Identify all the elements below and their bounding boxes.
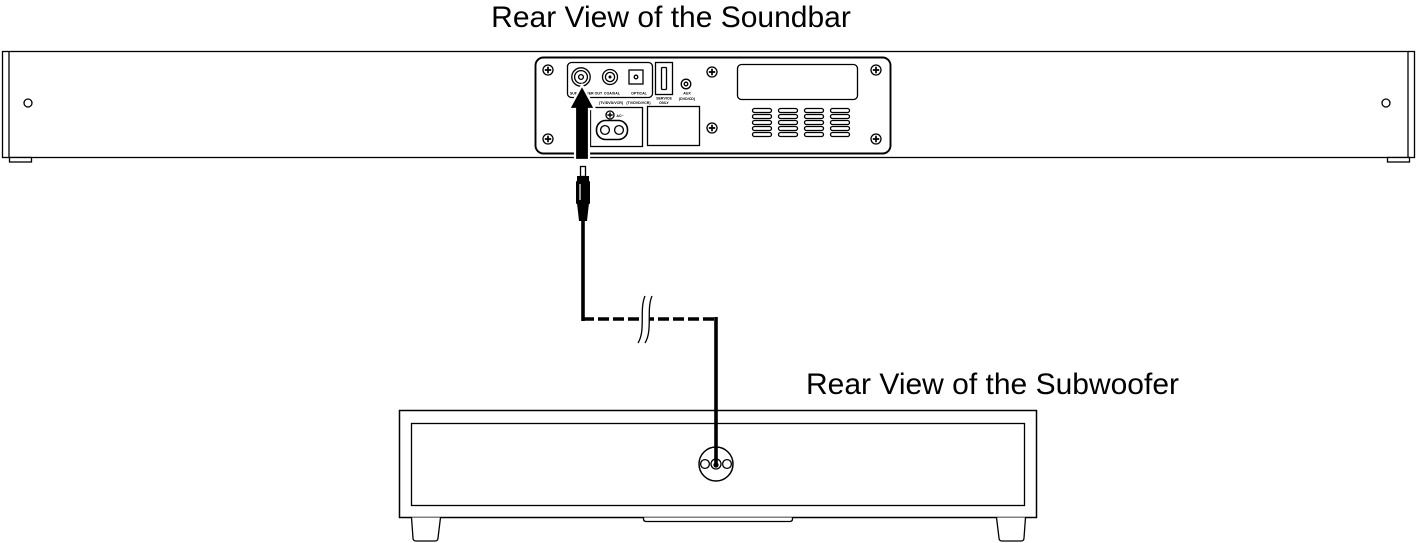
vent-slot [829, 125, 851, 132]
vent-slot [751, 119, 773, 126]
vent-slot [751, 125, 773, 132]
screw-icon [870, 64, 882, 76]
vent-slot [751, 107, 773, 114]
rating-label-area [646, 105, 701, 147]
soundbar-foot-left [8, 156, 33, 163]
screw-cross [607, 112, 613, 118]
mount-hole-left [23, 98, 33, 108]
screw-cross [872, 66, 880, 74]
mount-hole-right [1381, 98, 1391, 108]
subwoofer-foot-right [995, 517, 1027, 542]
cable-jack-tip [713, 462, 719, 468]
aux-label: AUX [683, 92, 691, 96]
optical-note: (TV/DVD/VCR) [626, 101, 651, 105]
plug-collar [577, 176, 589, 181]
plug-pin [579, 165, 587, 178]
screw-cross [708, 68, 716, 76]
aux-jack-hole [683, 81, 689, 87]
power-socket-hole-left [599, 124, 611, 136]
power-label: AC~ [616, 114, 623, 118]
vent-slot [751, 113, 773, 120]
vent-grid [751, 107, 851, 138]
subwoofer-out-jack [571, 67, 591, 87]
subwoofer-foot-left [410, 517, 442, 542]
rear-panel: COAXIAL OPTICAL SUBWOOFER OUT (TV/DVD/VC… [534, 56, 892, 155]
vent-slot [803, 119, 825, 126]
optical-label: OPTICAL [631, 92, 648, 96]
service-label-line2: ONLY [659, 101, 669, 105]
vent-slot [829, 113, 851, 120]
jack-side-hole-right [721, 458, 733, 470]
vent-slot [803, 107, 825, 114]
vent-slot [829, 119, 851, 126]
vent-slot [829, 131, 851, 138]
plug-boot [577, 203, 589, 221]
vent-slot [777, 113, 799, 120]
screw-icon [542, 64, 554, 76]
vent-slot [803, 113, 825, 120]
screw-icon [706, 122, 718, 134]
power-socket-hole-right [613, 124, 625, 136]
vent-slot [777, 131, 799, 138]
rca-plug-icon [576, 165, 590, 221]
vent-slot [803, 131, 825, 138]
break-mark-right [644, 295, 653, 344]
break-mark-left [637, 295, 646, 344]
jack-side-hole-left [699, 458, 711, 470]
vent-slot [777, 107, 799, 114]
screw-cross [544, 66, 552, 74]
coaxial-label: COAXIAL [604, 92, 621, 96]
subwoofer-cable [576, 165, 718, 344]
soundbar-view-title: Rear View of the Soundbar [491, 1, 851, 34]
subwoofer-bottom-tab [642, 517, 794, 523]
aux-note: (DVD/CD) [679, 97, 696, 101]
subwoofer [398, 317, 1038, 542]
optical-port [628, 69, 644, 85]
optical-port-lens [633, 74, 639, 80]
screw-icon [870, 133, 882, 145]
coaxial-note: (TV/DVD/VCR) [599, 101, 624, 105]
vent-slot [803, 125, 825, 132]
vent-slot [777, 125, 799, 132]
screw-cross [544, 135, 552, 143]
soundbar: COAXIAL OPTICAL SUBWOOFER OUT (TV/DVD/VC… [1, 50, 1416, 163]
soundbar-foot-right [1386, 156, 1411, 163]
screw-cross [872, 135, 880, 143]
service-label-line1: SERVICE [656, 97, 672, 101]
jack-pin [608, 75, 612, 79]
cable-break-gap [642, 313, 650, 326]
label-plate [736, 63, 859, 101]
aux-jack [680, 78, 692, 90]
arrow-up-icon [567, 82, 597, 162]
screw-cross [708, 124, 716, 132]
vent-slot [751, 131, 773, 138]
vent-slot [829, 107, 851, 114]
coaxial-jack [601, 68, 619, 86]
screw-icon [706, 66, 718, 78]
service-port-slot [660, 66, 668, 91]
ground-screw-icon [605, 110, 615, 120]
vent-slot [777, 119, 799, 126]
screw-icon [542, 133, 554, 145]
power-socket-icon [595, 119, 629, 141]
plug-body [576, 181, 590, 204]
subwoofer-view-title: Rear View of the Subwoofer [806, 368, 1179, 401]
cable-break-icon [637, 295, 653, 344]
jack-pin [577, 73, 585, 81]
